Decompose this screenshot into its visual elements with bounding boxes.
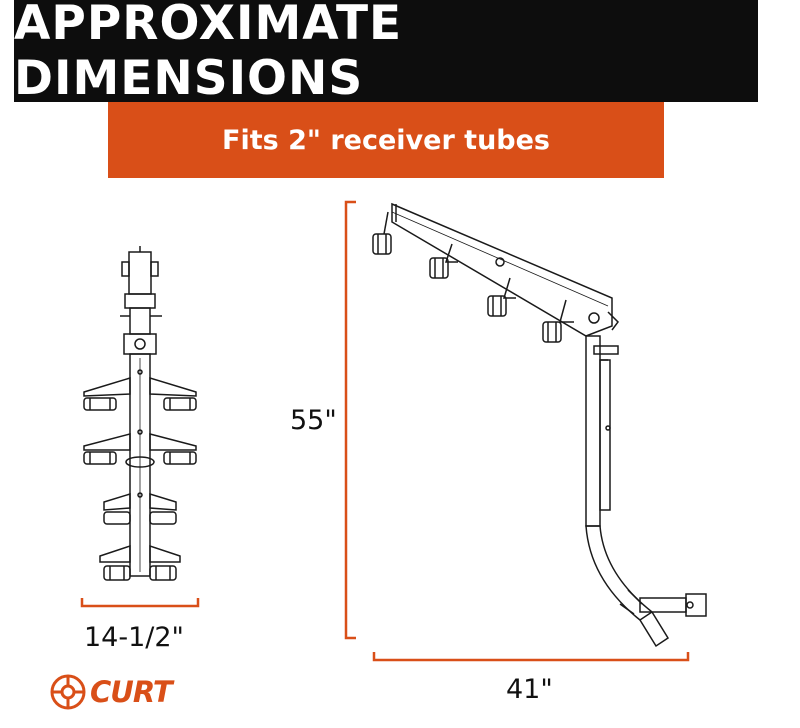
fit-banner-overlay: Fits 2" receiver tubes xyxy=(108,102,664,178)
depth-dimension-line xyxy=(372,652,690,662)
cradle-1 xyxy=(372,211,392,255)
logo-wordmark: CURT xyxy=(90,675,173,709)
side-view xyxy=(372,202,707,648)
brand-logo: CURT xyxy=(50,674,173,710)
cradle-4 xyxy=(542,299,574,343)
curt-emblem-icon xyxy=(50,674,86,710)
cradle-3 xyxy=(487,277,516,317)
page-title: APPROXIMATE DIMENSIONS xyxy=(14,0,403,106)
front-view xyxy=(83,246,197,581)
cradle-2 xyxy=(429,243,458,279)
banner-bg xyxy=(108,102,664,178)
height-label: 55" xyxy=(290,405,337,436)
front-width-label: 14-1/2" xyxy=(84,622,184,653)
fit-banner-overlay-text: Fits 2" receiver tubes xyxy=(222,124,550,156)
title-bar: APPROXIMATE DIMENSIONS xyxy=(14,0,758,106)
height-dimension-line xyxy=(344,200,356,640)
front-width-dimension-line xyxy=(80,598,200,608)
depth-label: 41" xyxy=(506,674,553,705)
